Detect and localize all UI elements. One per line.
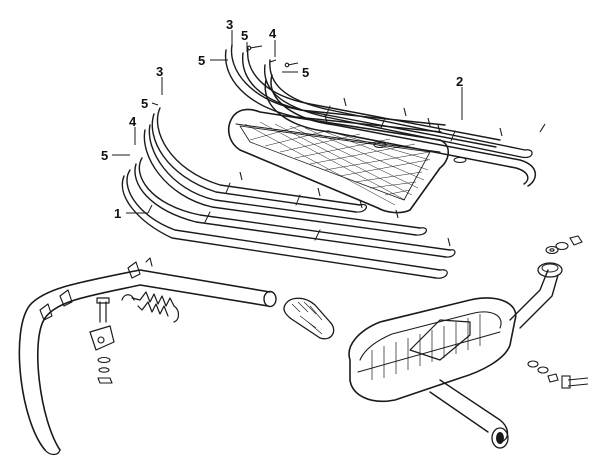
floor-mat xyxy=(227,108,450,214)
runner-bar-part-4-lower xyxy=(134,157,456,258)
callout-4-lower: 4 xyxy=(129,114,137,129)
callout-5-upper-mid: 5 xyxy=(241,28,248,43)
callout-1: 1 xyxy=(114,206,121,221)
callout-4-upper: 4 xyxy=(269,26,277,41)
screw-set xyxy=(239,45,546,247)
callout-5-upper-right: 5 xyxy=(302,65,309,80)
tension-spring xyxy=(121,291,180,323)
callout-3-lower: 3 xyxy=(156,64,163,79)
runner-bar-part-2 xyxy=(264,74,536,187)
callout-5-left: 5 xyxy=(101,148,108,163)
callout-3-upper: 3 xyxy=(226,17,233,32)
runner-bar-part-5-lower xyxy=(143,124,427,236)
bolt-bracket-assembly xyxy=(89,297,115,384)
bumper-tube-frame xyxy=(18,257,277,456)
rubber-grip xyxy=(283,297,335,340)
runner-bar-part-4-upper xyxy=(263,59,533,159)
runner-bar-part-1 xyxy=(121,169,448,279)
callout-5-upper-left: 5 xyxy=(198,53,205,68)
callout-5-mid: 5 xyxy=(141,96,148,111)
muffler xyxy=(348,262,563,449)
mat-texture xyxy=(244,121,433,206)
callout-leaders xyxy=(112,30,463,214)
callout-2: 2 xyxy=(456,74,463,89)
washer-nut-set xyxy=(527,235,589,389)
runner-bar-part-3-lower xyxy=(151,107,367,213)
callout-labels: 1 2 3 3 4 4 5 5 5 5 5 xyxy=(101,17,463,221)
